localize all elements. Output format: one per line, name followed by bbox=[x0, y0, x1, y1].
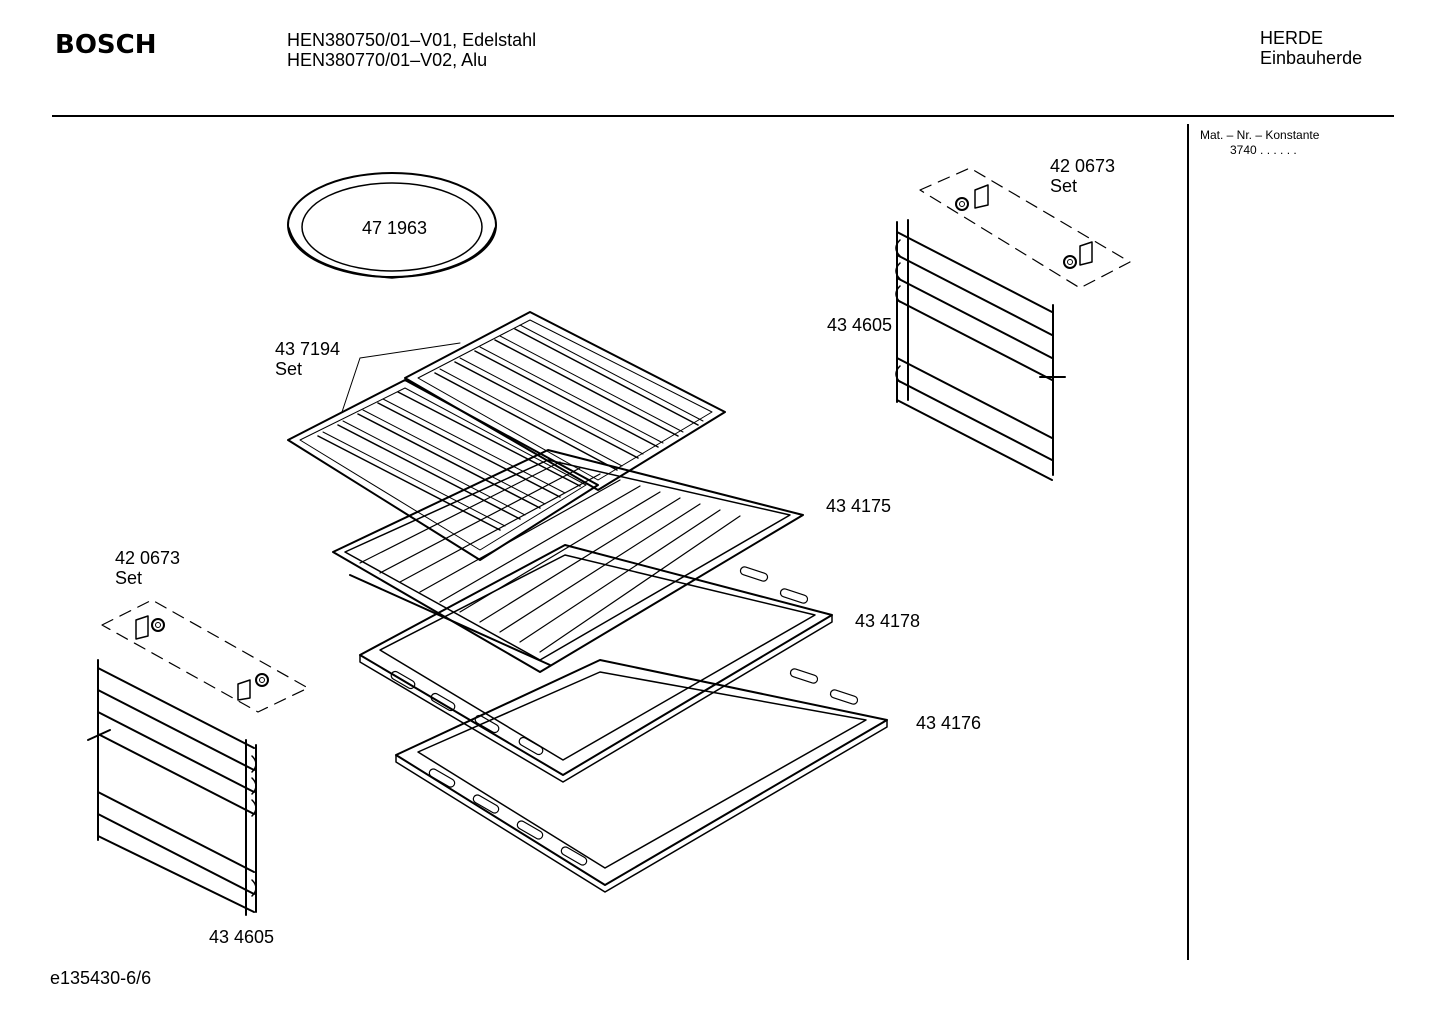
label-rail-set-right-set: Set bbox=[1050, 176, 1078, 196]
label-side-rack-left: 43 4605 bbox=[209, 927, 275, 947]
category-subtitle: Einbauherde bbox=[1260, 48, 1363, 68]
label-pizza-pan: 47 1963 bbox=[362, 218, 428, 238]
side-rack-left[interactable] bbox=[87, 659, 257, 916]
brand-logo: BOSCH bbox=[55, 30, 157, 60]
header-divider bbox=[52, 115, 1394, 117]
sidebar-divider bbox=[1187, 124, 1189, 960]
label-rail-set-right: 42 0673 bbox=[1050, 156, 1116, 176]
label-grill-grates-set: Set bbox=[275, 359, 303, 379]
mat-number-label: Mat. – Nr. – Konstante bbox=[1200, 128, 1320, 142]
label-wire-rack: 43 4175 bbox=[826, 496, 892, 516]
grill-grates[interactable] bbox=[287, 311, 726, 561]
label-side-rack-right: 43 4605 bbox=[827, 315, 893, 335]
category-title: HERDE bbox=[1260, 28, 1324, 48]
label-deep-tray: 43 4176 bbox=[916, 713, 982, 733]
label-grill-grates: 43 7194 bbox=[275, 339, 341, 359]
label-baking-tray: 43 4178 bbox=[855, 611, 921, 631]
wire-rack[interactable] bbox=[332, 449, 804, 673]
baking-tray[interactable] bbox=[359, 544, 833, 783]
rail-set-left[interactable] bbox=[101, 599, 309, 713]
drawing-number: e135430-6/6 bbox=[50, 968, 152, 988]
pizza-pan[interactable] bbox=[287, 172, 497, 279]
model-number-2: HEN380770/01–V02, Alu bbox=[287, 50, 488, 70]
deep-tray[interactable] bbox=[395, 659, 888, 893]
rail-set-right[interactable] bbox=[919, 167, 1131, 289]
mat-number-value: 3740 . . . . . . bbox=[1230, 143, 1297, 157]
label-rail-set-left-set: Set bbox=[115, 568, 143, 588]
model-number-1: HEN380750/01–V01, Edelstahl bbox=[287, 30, 537, 50]
side-rack-right[interactable] bbox=[895, 219, 1066, 481]
label-rail-set-left: 42 0673 bbox=[115, 548, 181, 568]
